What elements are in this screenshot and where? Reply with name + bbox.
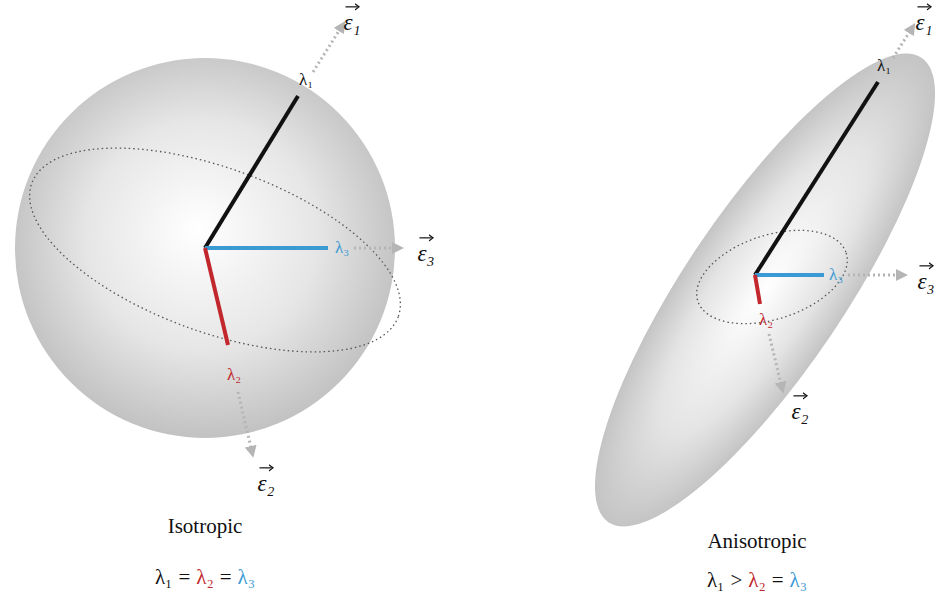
lambda1-axis bbox=[205, 96, 298, 248]
lambda2-axis bbox=[755, 275, 760, 304]
vector-arrow-shaft bbox=[919, 265, 931, 266]
equation-term: = bbox=[220, 565, 232, 590]
equation-term: = bbox=[772, 568, 784, 593]
equation-term: λ₃ bbox=[790, 568, 808, 593]
vector-arrow bbox=[419, 234, 433, 242]
caption-label: Anisotropic bbox=[707, 530, 806, 553]
vector-arrow-shaft bbox=[419, 237, 431, 238]
eigenvector-arrow bbox=[848, 274, 902, 277]
vector-arrow-head bbox=[429, 235, 433, 241]
vector-arrow-shaft bbox=[259, 467, 271, 468]
vector-arrow-shaft bbox=[917, 6, 929, 7]
vector-arrow-head bbox=[355, 4, 359, 10]
eigenvalue-equation: λ₁=λ₂=λ₃ bbox=[155, 565, 255, 590]
vector-arrow bbox=[345, 3, 359, 11]
vector-arrow-head bbox=[269, 465, 273, 471]
eigenvalue-label: λ₁ bbox=[299, 71, 313, 90]
eigenvalue-label: λ₂ bbox=[759, 311, 773, 330]
eigenvector-arrow bbox=[313, 26, 342, 72]
lambda1-axis bbox=[755, 82, 878, 275]
eigenvector-label: ε₃ bbox=[917, 262, 934, 294]
vector-arrow-head bbox=[803, 393, 807, 399]
vector-arrow bbox=[919, 262, 933, 270]
equation-term: λ₃ bbox=[238, 565, 256, 590]
dotted-equator bbox=[685, 213, 859, 341]
caption-label: Isotropic bbox=[168, 515, 243, 538]
eigenvector-label: ε₂ bbox=[257, 464, 274, 496]
vector-arrow-head bbox=[929, 263, 933, 269]
lambda3-axis bbox=[755, 273, 824, 277]
eigenvector-arrow bbox=[893, 28, 912, 58]
lambda3-axis bbox=[205, 246, 328, 250]
eigenvalue-equation: λ₁>λ₂=λ₃ bbox=[707, 568, 807, 593]
eigenvalue-label: λ₃ bbox=[335, 239, 349, 258]
vector-arrow-shaft bbox=[345, 6, 357, 7]
equation-term: > bbox=[730, 568, 742, 593]
eigenvector-arrow bbox=[354, 247, 398, 250]
eigenvector-label: ε₃ bbox=[417, 234, 434, 266]
vector-arrow bbox=[259, 464, 273, 472]
anisotropic-ellipsoid bbox=[542, 13, 948, 567]
equation-term: λ₂ bbox=[748, 568, 766, 593]
eigenvalue-label: λ₁ bbox=[877, 57, 891, 76]
isotropic-sphere bbox=[15, 58, 395, 438]
vector-arrow bbox=[793, 392, 807, 400]
dotted-equator bbox=[4, 106, 427, 393]
equation-term: λ₁ bbox=[707, 568, 725, 593]
eigenvalue-label: λ₃ bbox=[829, 266, 843, 285]
eigenvalue-label: λ₂ bbox=[227, 366, 241, 385]
equation-term: = bbox=[178, 565, 190, 590]
equation-term: λ₁ bbox=[155, 565, 173, 590]
eigenvector-label: ε₁ bbox=[343, 3, 360, 35]
eigenvector-label: ε₂ bbox=[791, 392, 808, 424]
vector-arrow bbox=[917, 3, 931, 11]
eigenvector-arrow bbox=[769, 334, 782, 388]
lambda2-axis bbox=[205, 248, 228, 345]
equation-term: λ₂ bbox=[196, 565, 214, 590]
eigenvector-label: ε₁ bbox=[915, 3, 932, 35]
vector-arrow-shaft bbox=[793, 395, 805, 396]
eigenvector-arrow bbox=[238, 392, 252, 452]
vector-arrow-head bbox=[927, 4, 931, 10]
